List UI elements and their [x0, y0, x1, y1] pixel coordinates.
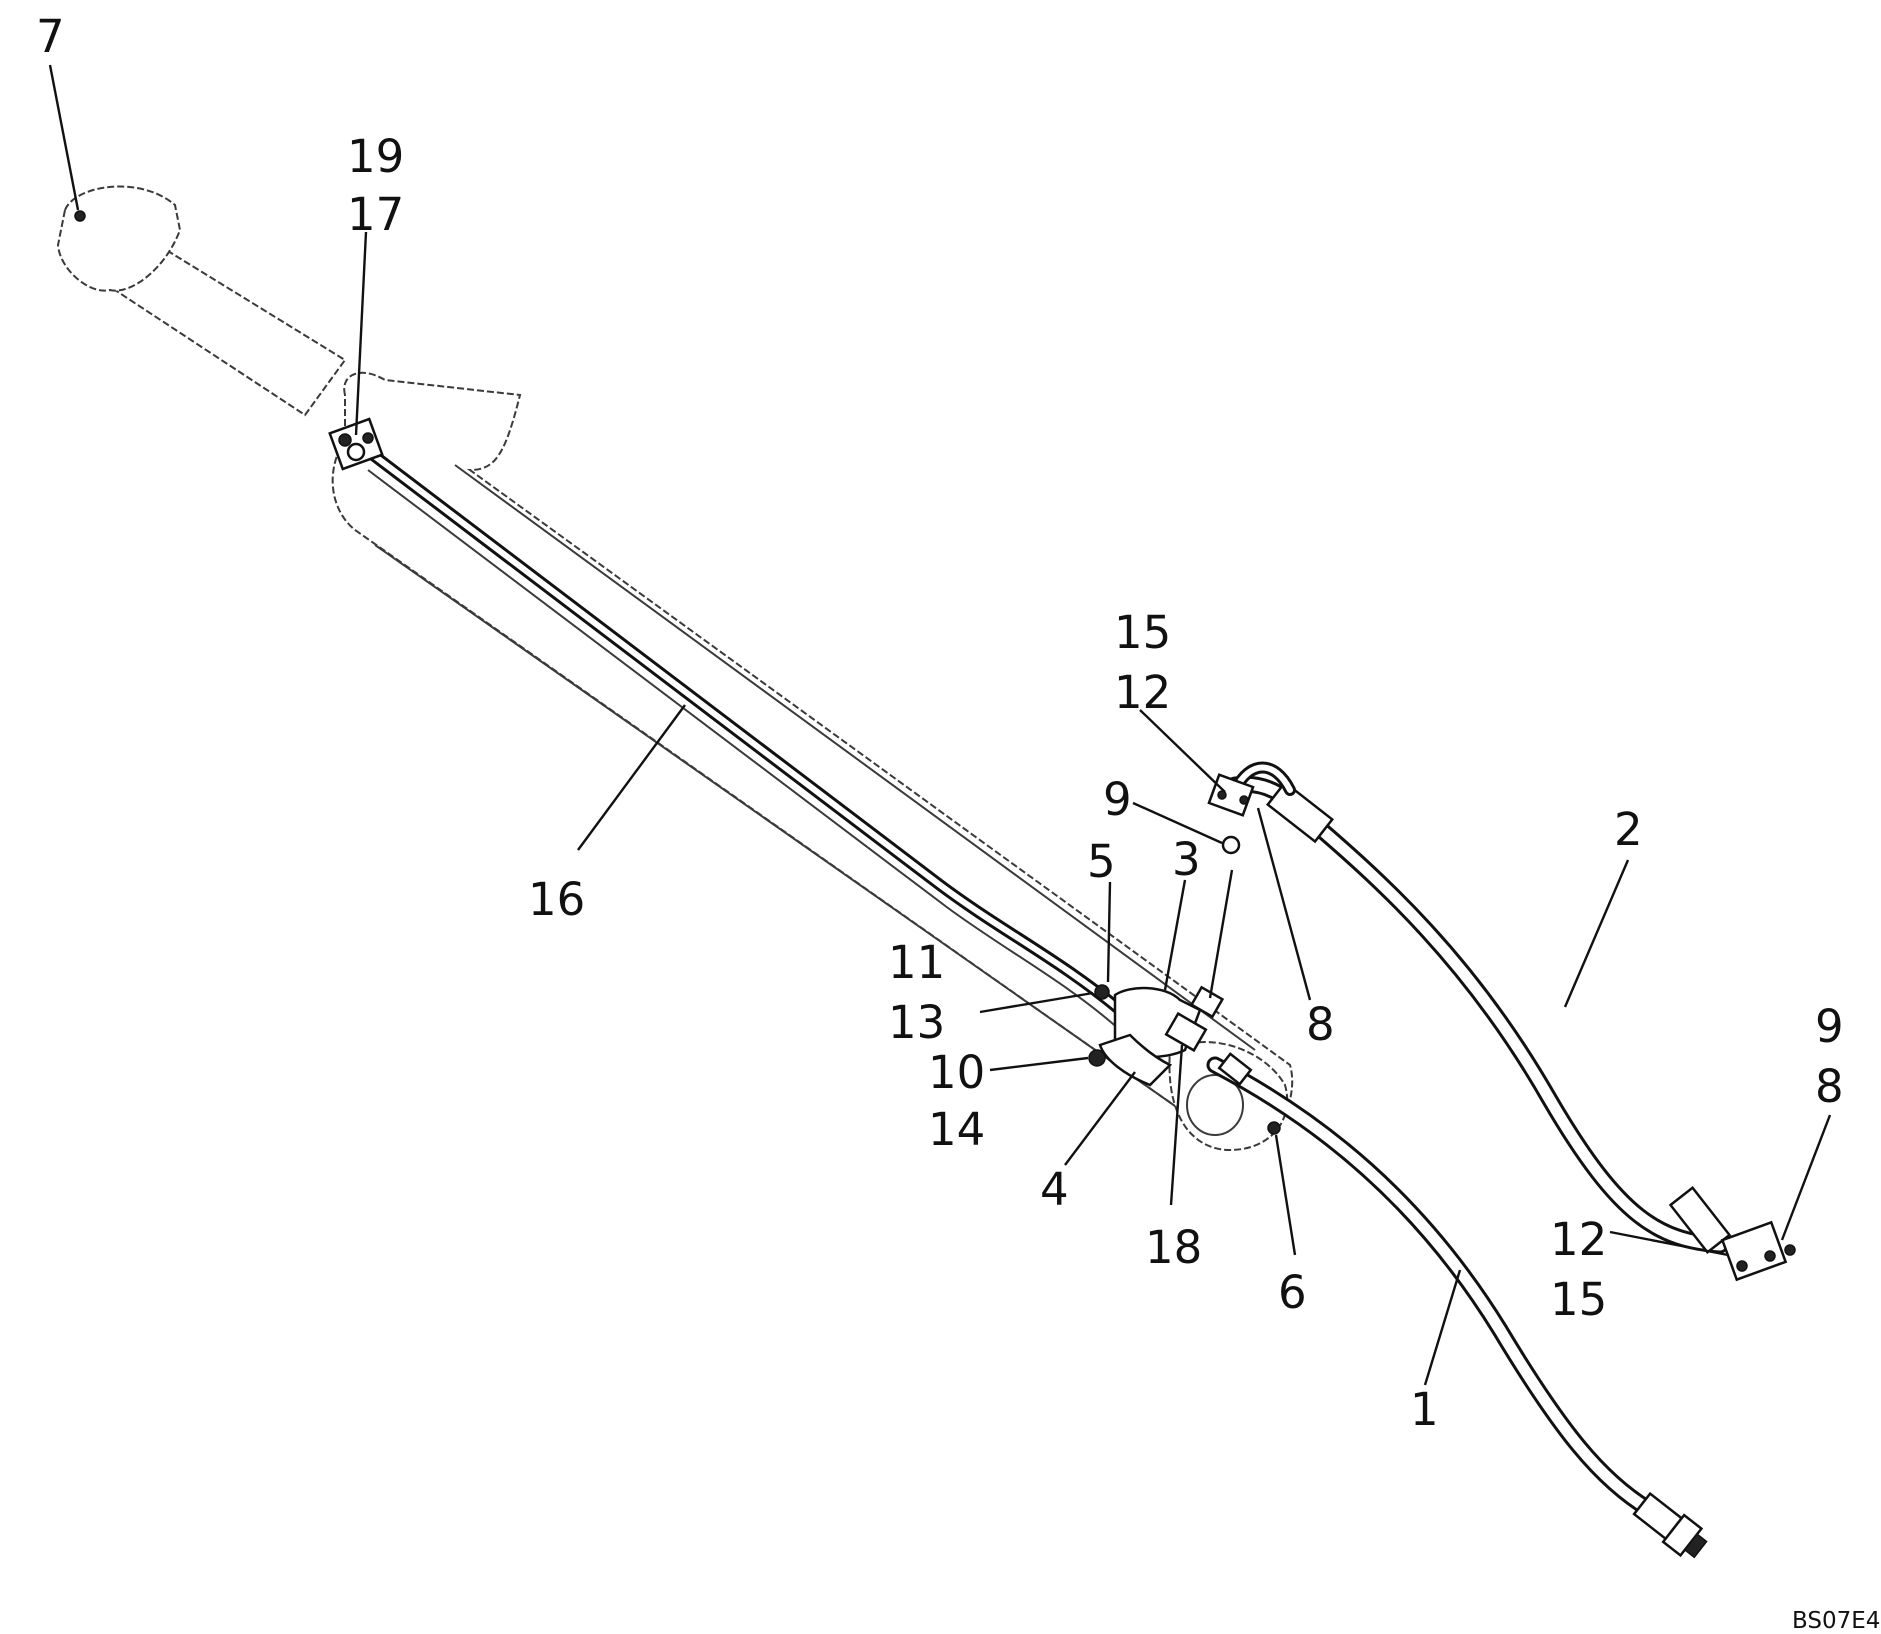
callout-8-lower: 8 — [1815, 1060, 1844, 1113]
callout-18: 18 — [1145, 1221, 1202, 1274]
callout-8-upper: 8 — [1306, 998, 1335, 1051]
cylinder-barrel — [331, 371, 1294, 1152]
grease-fitting-6-icon — [1267, 1121, 1281, 1135]
leader-3b — [1208, 869, 1234, 999]
callout-9-lower: 9 — [1815, 1000, 1844, 1053]
rod-eye-pin-icon — [74, 210, 86, 222]
leader-10 — [989, 1056, 1089, 1072]
leader-18 — [1169, 1044, 1184, 1206]
leader-2 — [1563, 859, 1630, 1008]
hose-1 — [1206, 1056, 1708, 1559]
leader-13 — [979, 991, 1094, 1014]
callout-13: 13 — [888, 996, 945, 1049]
callout-11: 11 — [888, 936, 945, 989]
callout-3: 3 — [1172, 833, 1201, 886]
bolt-14-icon — [1088, 1049, 1106, 1067]
clamp-assembly — [1088, 984, 1281, 1135]
leader-3 — [1163, 879, 1187, 991]
cylinder-rod — [56, 185, 347, 417]
o-ring-9-icon — [1221, 835, 1241, 855]
callout-16: 16 — [528, 873, 585, 926]
callout-2: 2 — [1614, 803, 1643, 856]
barrel-port-fitting — [328, 417, 384, 471]
hose-2-upper-ferrule — [1265, 780, 1335, 844]
callout-1: 1 — [1410, 1383, 1439, 1436]
bolt-13-icon — [1094, 984, 1110, 1000]
callout-14: 14 — [928, 1103, 985, 1156]
leader-1 — [1423, 1269, 1462, 1386]
leader-9-upper — [1132, 801, 1223, 845]
callout-10: 10 — [928, 1046, 985, 1099]
callout-5: 5 — [1087, 835, 1116, 888]
leader-12-lower — [1609, 1230, 1729, 1257]
hose-2 — [1226, 775, 1732, 1255]
callout-15-upper: 15 — [1114, 606, 1171, 659]
leader-8-lower — [1780, 1114, 1832, 1241]
callout-17: 17 — [347, 188, 404, 241]
callout-9-upper: 9 — [1103, 773, 1132, 826]
leader-7 — [48, 64, 80, 211]
leader-8-upper — [1256, 807, 1312, 1001]
leader-6 — [1274, 1134, 1297, 1256]
callout-15-lower: 15 — [1550, 1273, 1607, 1326]
leader-lines — [48, 64, 1832, 1386]
callout-labels: 7 19 17 16 15 12 9 5 3 11 13 10 14 4 18 … — [36, 10, 1844, 1436]
leader-16 — [577, 704, 686, 851]
callout-7: 7 — [36, 10, 65, 63]
figure-code: BS07E424 — [1792, 1608, 1881, 1634]
upper-elbow-fitting — [1207, 761, 1296, 855]
callout-12-lower: 12 — [1550, 1213, 1607, 1266]
leader-5 — [1106, 881, 1112, 983]
callout-6: 6 — [1278, 1266, 1307, 1319]
lower-flange — [1720, 1220, 1796, 1282]
hose-1-end-fitting — [1632, 1491, 1708, 1559]
hose-2-lower-ferrule — [1668, 1185, 1732, 1255]
leader-12-upper — [1139, 709, 1226, 793]
leader-4 — [1064, 1071, 1136, 1166]
callout-4: 4 — [1040, 1163, 1069, 1216]
callout-19: 19 — [347, 130, 404, 183]
leader-17 — [354, 231, 368, 436]
callout-12-upper: 12 — [1114, 666, 1171, 719]
